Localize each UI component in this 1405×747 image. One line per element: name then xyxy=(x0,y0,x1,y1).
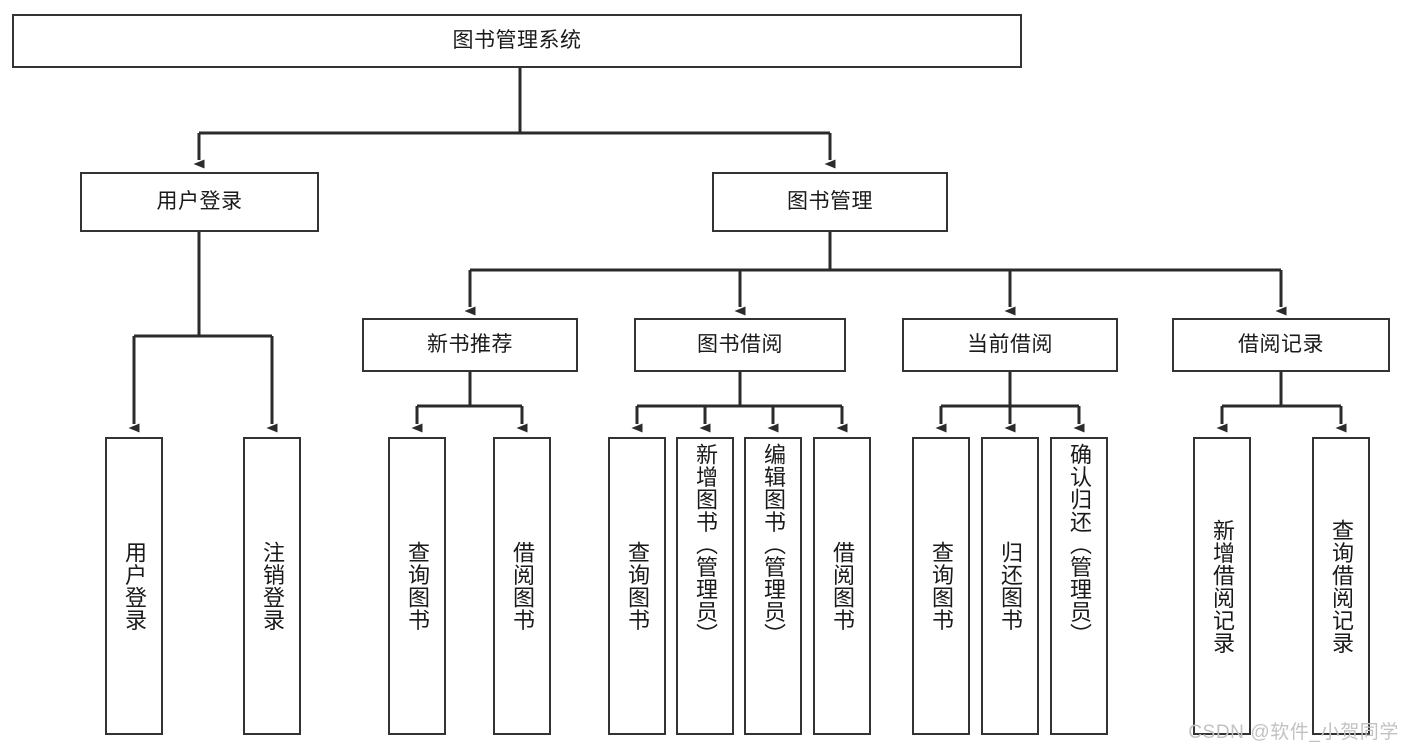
node-leaf-edit-book[interactable]: 编辑图书（管理员） xyxy=(744,437,802,735)
node-leaf-query-record[interactable]: 查询借阅记录 xyxy=(1312,437,1370,735)
node-leaf-query-book-2-label: 查询图书 xyxy=(624,541,650,631)
node-leaf-query-book-1-label: 查询图书 xyxy=(404,541,430,631)
node-leaf-logout[interactable]: 注销登录 xyxy=(243,437,301,735)
node-leaf-borrow-book-1-label: 借阅图书 xyxy=(509,541,535,631)
node-new-book-rec[interactable]: 新书推荐 xyxy=(362,318,578,372)
node-leaf-borrow-book-2-label: 借阅图书 xyxy=(829,541,855,631)
node-book-manage-label: 图书管理 xyxy=(787,189,873,213)
node-root-label: 图书管理系统 xyxy=(452,28,582,52)
node-leaf-add-book[interactable]: 新增图书（管理员） xyxy=(676,437,734,735)
node-leaf-user-login-label: 用户登录 xyxy=(121,541,147,631)
node-new-book-rec-label: 新书推荐 xyxy=(427,332,513,356)
node-leaf-query-book-2[interactable]: 查询图书 xyxy=(608,437,666,735)
node-user-login[interactable]: 用户登录 xyxy=(80,172,319,232)
node-leaf-borrow-book-2[interactable]: 借阅图书 xyxy=(813,437,871,735)
node-leaf-query-record-label: 查询借阅记录 xyxy=(1328,518,1354,654)
node-leaf-user-login[interactable]: 用户登录 xyxy=(105,437,163,735)
node-book-manage[interactable]: 图书管理 xyxy=(712,172,948,232)
node-leaf-confirm-return-label: 确认归还（管理员） xyxy=(1066,443,1092,646)
node-leaf-confirm-return[interactable]: 确认归还（管理员） xyxy=(1050,437,1108,735)
node-leaf-return-book[interactable]: 归还图书 xyxy=(981,437,1039,735)
node-root[interactable]: 图书管理系统 xyxy=(12,14,1022,68)
node-leaf-logout-label: 注销登录 xyxy=(259,541,285,631)
node-leaf-add-record[interactable]: 新增借阅记录 xyxy=(1193,437,1251,735)
node-current-borrow[interactable]: 当前借阅 xyxy=(902,318,1118,372)
node-borrow-record[interactable]: 借阅记录 xyxy=(1172,318,1390,372)
node-borrow-record-label: 借阅记录 xyxy=(1238,332,1324,356)
node-leaf-return-book-label: 归还图书 xyxy=(997,541,1023,631)
node-leaf-edit-book-label: 编辑图书（管理员） xyxy=(760,443,786,646)
node-leaf-query-book-3-label: 查询图书 xyxy=(928,541,954,631)
node-leaf-query-book-1[interactable]: 查询图书 xyxy=(388,437,446,735)
csdn-watermark: CSDN @软件_小贺同学 xyxy=(1188,722,1399,743)
node-leaf-query-book-3[interactable]: 查询图书 xyxy=(912,437,970,735)
node-leaf-add-record-label: 新增借阅记录 xyxy=(1209,518,1235,654)
node-leaf-borrow-book-1[interactable]: 借阅图书 xyxy=(493,437,551,735)
node-book-borrow-label: 图书借阅 xyxy=(697,332,783,356)
node-book-borrow[interactable]: 图书借阅 xyxy=(634,318,846,372)
node-current-borrow-label: 当前借阅 xyxy=(967,332,1053,356)
node-user-login-label: 用户登录 xyxy=(156,189,243,213)
node-leaf-add-book-label: 新增图书（管理员） xyxy=(692,443,718,646)
